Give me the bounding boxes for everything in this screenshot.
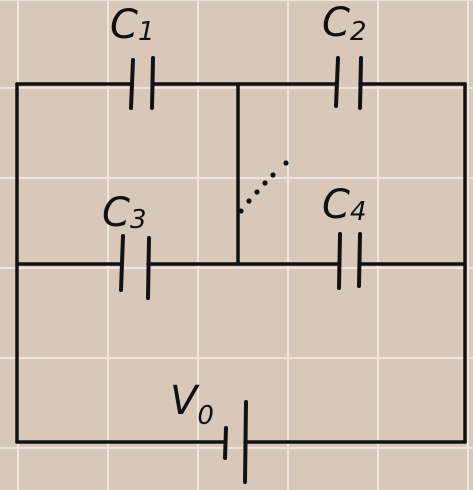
label-c3: C3 [102,190,146,236]
capacitor-c3 [119,234,151,300]
battery-v0 [223,400,248,484]
capacitor-c1 [129,56,155,110]
circuit-wires [15,82,467,444]
label-c4: C4 [322,182,366,228]
label-c1: C1 [110,2,154,48]
capacitor-c2 [334,56,363,110]
capacitor-c4 [337,232,362,290]
label-v0: V0 [170,378,214,431]
label-c2: C2 [322,0,366,47]
switch-dotted-connection [238,160,289,214]
